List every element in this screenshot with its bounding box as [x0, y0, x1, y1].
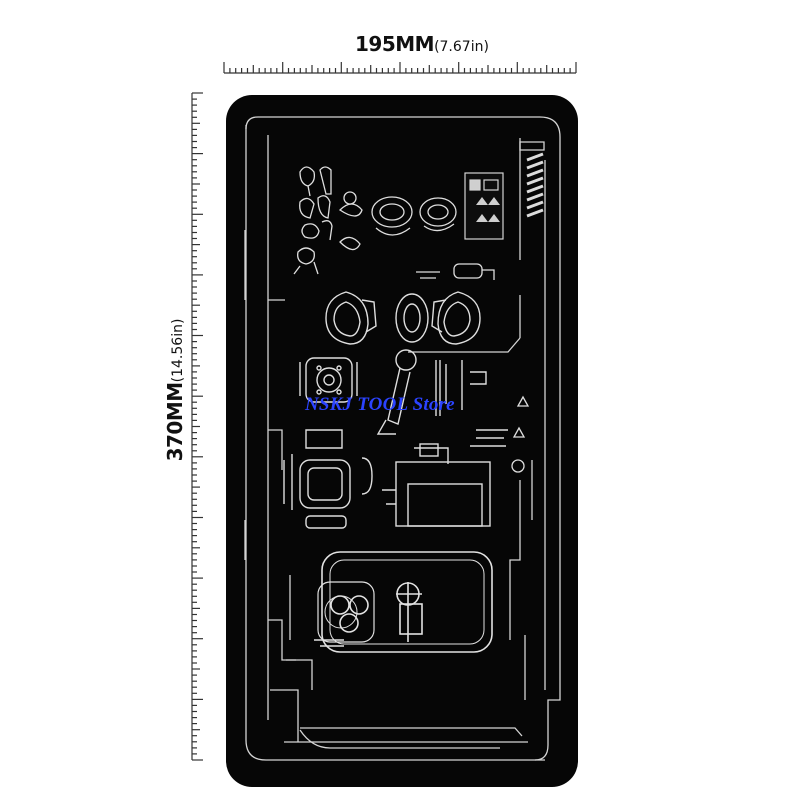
earbuds-drawings — [293, 166, 363, 275]
width-inches: (7.67in) — [434, 39, 489, 55]
tool-arm-drawing — [376, 349, 508, 447]
info-panel — [464, 172, 504, 240]
tablet-drawing — [382, 443, 491, 527]
vent-stripes — [526, 152, 544, 218]
store-watermark: NSKJ TOOL Store — [305, 394, 455, 415]
height-dimension: 370MM(14.56in) — [163, 319, 187, 462]
mat-border-lines — [244, 116, 561, 761]
headphone-cushion-drawings — [325, 291, 481, 345]
smartwatch-drawing — [283, 429, 373, 529]
width-ruler — [223, 62, 577, 74]
width-dimension: 195MM(7.67in) — [355, 32, 489, 56]
height-label: 370MM — [163, 382, 187, 462]
watch-band-drawing — [453, 263, 495, 280]
phone-back-drawing — [314, 551, 493, 653]
watch-face-drawing — [299, 357, 358, 403]
height-inches: (14.56in) — [170, 318, 186, 383]
width-label: 195MM — [355, 32, 435, 56]
warning-icons — [511, 395, 530, 473]
height-ruler — [191, 92, 203, 761]
headphone-drawings — [371, 196, 457, 279]
mat-body — [226, 95, 578, 787]
